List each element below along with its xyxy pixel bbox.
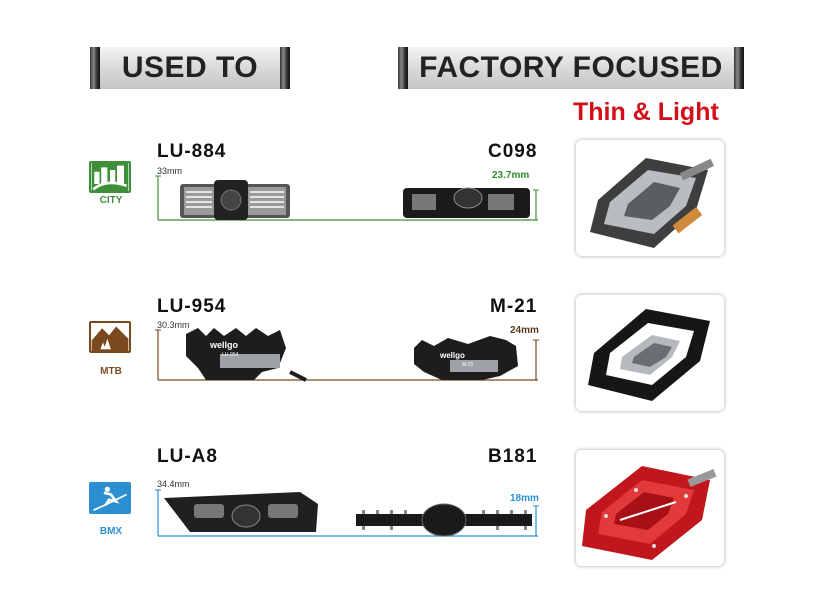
mtb-category-label: MTB [100, 366, 122, 377]
thin-light-subtitle: Thin & Light [573, 98, 719, 126]
lu954-logo: wellgo [209, 340, 239, 350]
m21-logo: wellgo [439, 351, 465, 360]
bmx-rider-icon [89, 482, 131, 514]
mountain-forest-icon [89, 321, 131, 353]
bmx-category-label: BMX [99, 526, 123, 537]
city-category-label: CITY [99, 195, 123, 206]
old-model-lu884: LU-884 [157, 141, 227, 162]
new-height-c098: 23.7mm [492, 170, 530, 181]
old-height-lu954: 30.3mm [157, 320, 190, 330]
city-icon [89, 161, 131, 193]
c098-pedal-image [403, 187, 530, 218]
lu954-pedal-image: wellgo LU-954 [186, 328, 307, 382]
lu954-model-mark: LU-954 [222, 352, 239, 358]
old-model-lu954: LU-954 [157, 296, 227, 317]
used-to-banner: USED TO [90, 47, 290, 89]
new-model-c098: C098 [488, 141, 538, 162]
m21-model-mark: M-21 [462, 362, 474, 368]
factory-focused-title: FACTORY FOCUSED [419, 51, 723, 84]
factory-focused-banner: FACTORY FOCUSED [398, 47, 744, 89]
new-height-m21: 24mm [510, 325, 539, 336]
b181-pedal-image [356, 503, 532, 537]
old-height-lua8: 34.4mm [157, 479, 190, 489]
m21-product-photo [576, 295, 724, 411]
city-comparison-graphic [155, 175, 539, 221]
lua8-pedal-image [164, 492, 318, 532]
b181-product-photo [576, 450, 724, 566]
new-height-b181: 18mm [510, 493, 539, 504]
m21-pedal-image: wellgo M-21 [414, 336, 518, 380]
used-to-title: USED TO [121, 51, 259, 84]
new-model-m21: M-21 [490, 296, 538, 317]
mtb-comparison-graphic: wellgo LU-954 wellgo M-21 [155, 328, 539, 382]
old-height-lu884: 33mm [157, 166, 183, 176]
new-model-b181: B181 [488, 446, 538, 467]
bmx-comparison-graphic [155, 489, 539, 537]
old-model-lua8: LU-A8 [157, 446, 218, 467]
c098-product-photo [576, 140, 724, 256]
lu884-pedal-image [180, 180, 290, 220]
